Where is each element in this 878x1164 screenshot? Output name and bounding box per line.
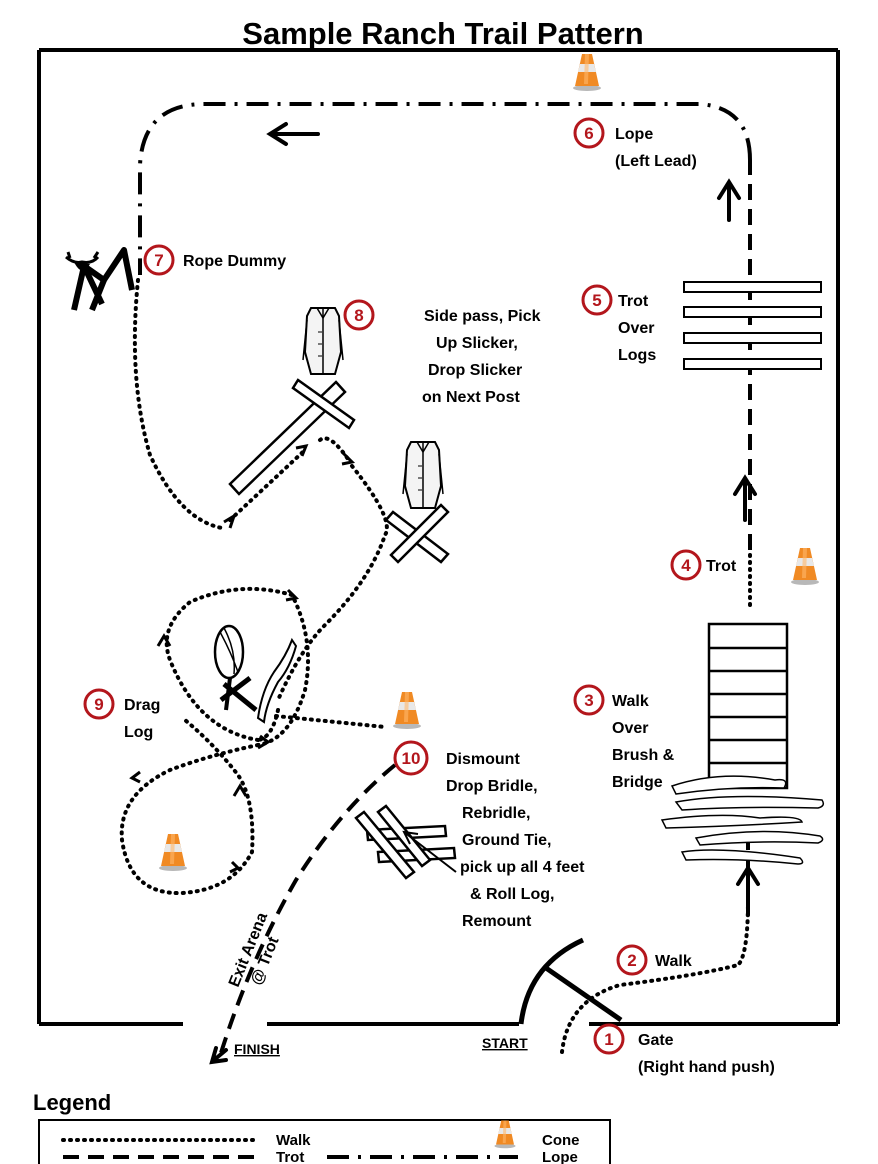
cone-drag-log	[159, 834, 187, 871]
brush-obstacle	[660, 775, 825, 865]
roll-log-obstacle	[354, 804, 457, 880]
station-5-label-line-2: Over	[618, 320, 654, 337]
station-3-label-line-3: Brush &	[612, 747, 675, 764]
bridge-obstacle	[707, 622, 789, 790]
station-4-label: Trot	[706, 558, 737, 575]
station-3-number: 3	[584, 691, 593, 710]
station-9-label-line-2: Log	[124, 724, 153, 741]
slicker-post	[384, 503, 450, 564]
station-9-number: 9	[94, 695, 103, 714]
station-6-label-line-2: (Left Lead)	[615, 153, 697, 170]
station-2-label: Walk	[655, 953, 692, 970]
legend-trot-label: Trot	[276, 1149, 304, 1164]
station-5-label-line-3: Logs	[618, 347, 656, 364]
legend-cone-label: Cone	[542, 1132, 580, 1149]
station-3-label-line-2: Over	[612, 720, 648, 737]
direction-arrows	[209, 122, 760, 1065]
cone-dismount	[393, 692, 421, 729]
start-label: START	[482, 1035, 528, 1051]
trot-logs-obstacle	[683, 281, 822, 370]
route-path	[119, 102, 752, 1057]
station-1-label-line-2: (Right hand push)	[638, 1059, 775, 1076]
station-10-label-line-1: Dismount	[446, 751, 520, 768]
walk-direction-chevrons	[129, 443, 356, 874]
station-10-label-line-6: & Roll Log,	[470, 886, 554, 903]
station-10-label-line-7: Remount	[462, 913, 532, 930]
station-number-circles	[83, 117, 702, 1055]
legend-walk: Walk	[61, 1132, 311, 1149]
sidepass-pole	[228, 378, 356, 496]
page-title: Sample Ranch Trail Pattern	[242, 16, 643, 51]
station-7-label: Rope Dummy	[183, 253, 286, 270]
station-8-number: 8	[354, 306, 363, 325]
drag-log-obstacle	[213, 624, 298, 724]
station-labels: Gate (Right hand push) Walk Walk Over Br…	[124, 126, 775, 1076]
station-1-number: 1	[604, 1030, 613, 1049]
legend-cone: Cone	[494, 1120, 580, 1149]
station-10-label-line-2: Drop Bridle,	[446, 778, 538, 795]
station-3-label-line-4: Bridge	[612, 774, 663, 791]
rope-dummy	[65, 247, 135, 312]
slicker-2	[402, 441, 444, 509]
station-2-number: 2	[627, 951, 636, 970]
legend-title: Legend	[33, 1090, 111, 1115]
legend-lope-label: Lope	[542, 1149, 578, 1164]
station-numbers: 1 2 3 4 5 6 7 8 9 10	[94, 124, 691, 1049]
station-10-label-line-4: Ground Tie,	[462, 832, 551, 849]
legend-trot: Trot	[63, 1149, 304, 1164]
legend-box	[38, 1119, 611, 1164]
gate	[518, 937, 623, 1025]
station-10-number: 10	[402, 749, 421, 768]
station-10-label-line-5: pick up all 4 feet	[460, 859, 585, 876]
station-8-label-line-2: Up Slicker,	[436, 335, 518, 352]
station-6-number: 6	[584, 124, 593, 143]
station-1-label-line-1: Gate	[638, 1032, 674, 1049]
station-4-number: 4	[681, 556, 691, 575]
finish-label: FINISH	[234, 1041, 280, 1057]
station-9-label-line-1: Drag	[124, 697, 160, 714]
legend-cone-icon	[494, 1120, 516, 1149]
station-10-label-line-3: Rebridle,	[462, 805, 530, 822]
station-7-number: 7	[154, 251, 163, 270]
station-5-number: 5	[592, 291, 601, 310]
station-8-label-line-3: Drop Slicker	[428, 362, 522, 379]
cone-top	[573, 54, 601, 91]
station-6-label-line-1: Lope	[615, 126, 653, 143]
arena-fence	[37, 48, 840, 1026]
cone-trot	[791, 548, 819, 585]
station-5-label-line-1: Trot	[618, 293, 649, 310]
slicker-1	[302, 307, 344, 375]
legend-walk-label: Walk	[276, 1132, 311, 1149]
station-3-label-line-1: Walk	[612, 693, 649, 710]
station-8-label-line-4: on Next Post	[422, 389, 520, 406]
roll-log-pointer-arrow	[402, 830, 457, 873]
station-8-label-line-1: Side pass, Pick	[424, 308, 541, 325]
legend-lope: Lope	[327, 1149, 578, 1164]
